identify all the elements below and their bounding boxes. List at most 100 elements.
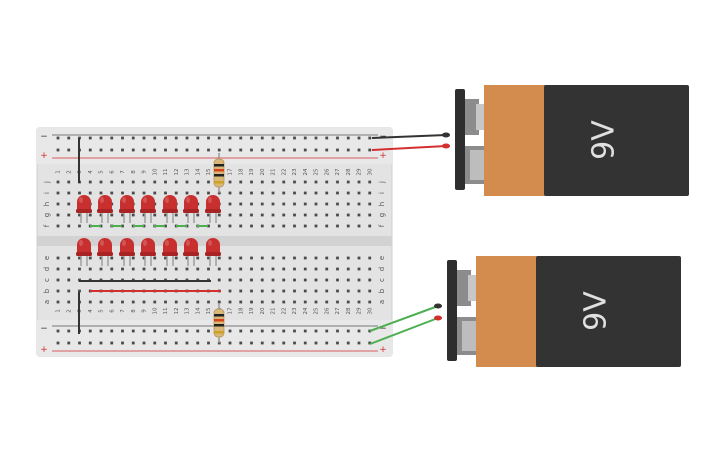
terminal-hole[interactable] <box>228 202 232 206</box>
bottom-rail-minus-hole[interactable] <box>325 329 329 333</box>
bottom-rail-plus-hole[interactable] <box>185 341 189 345</box>
top-rail-minus-hole[interactable] <box>228 136 232 140</box>
top-rail-minus-hole[interactable] <box>271 136 275 140</box>
top-rail-plus-hole[interactable] <box>325 148 329 152</box>
terminal-hole[interactable] <box>293 267 296 271</box>
top-rail-minus-hole[interactable] <box>260 136 264 140</box>
terminal-hole[interactable] <box>185 180 189 184</box>
terminal-hole[interactable] <box>346 213 350 217</box>
bottom-rail-plus-hole[interactable] <box>121 341 124 345</box>
bottom-rail-minus-hole[interactable] <box>196 329 200 333</box>
terminal-hole[interactable] <box>164 300 167 304</box>
terminal-hole[interactable] <box>207 180 210 184</box>
terminal-hole[interactable] <box>99 213 103 217</box>
top-battery-red-wire[interactable] <box>371 145 447 151</box>
terminal-hole[interactable] <box>185 267 189 271</box>
terminal-hole[interactable] <box>271 289 275 293</box>
top-rail-plus-hole[interactable] <box>196 148 200 152</box>
terminal-hole[interactable] <box>336 213 339 217</box>
top-rail-minus-hole[interactable] <box>88 136 92 140</box>
terminal-hole[interactable] <box>239 256 243 260</box>
top-rail-minus-hole[interactable] <box>325 136 329 140</box>
terminal-hole[interactable] <box>346 256 350 260</box>
terminal-hole[interactable] <box>88 180 92 184</box>
terminal-hole[interactable] <box>78 289 81 293</box>
led-bottom[interactable] <box>183 238 199 266</box>
terminal-hole[interactable] <box>67 213 71 217</box>
bottom-rail-minus-hole[interactable] <box>121 329 124 333</box>
terminal-hole[interactable] <box>250 191 253 195</box>
terminal-hole[interactable] <box>293 202 296 206</box>
terminal-hole[interactable] <box>99 191 103 195</box>
bottom-rail-minus-hole[interactable] <box>368 329 372 333</box>
terminal-hole[interactable] <box>250 213 253 217</box>
top-rail-minus-hole[interactable] <box>131 136 135 140</box>
terminal-hole[interactable] <box>303 300 307 304</box>
bottom-rail-plus-hole[interactable] <box>239 341 243 345</box>
terminal-hole[interactable] <box>336 180 339 184</box>
terminal-hole[interactable] <box>346 267 350 271</box>
bottom-rail-minus-hole[interactable] <box>228 329 232 333</box>
terminal-hole[interactable] <box>196 180 200 184</box>
terminal-hole[interactable] <box>142 267 146 271</box>
terminal-hole[interactable] <box>131 191 135 195</box>
terminal-hole[interactable] <box>121 256 124 260</box>
bottom-rail-plus-hole[interactable] <box>142 341 146 345</box>
terminal-hole[interactable] <box>174 256 178 260</box>
terminal-hole[interactable] <box>282 180 286 184</box>
terminal-hole[interactable] <box>346 278 350 282</box>
bottom-battery-red-wire[interactable] <box>369 317 439 345</box>
top-rail-plus-hole[interactable] <box>131 148 135 152</box>
terminal-hole[interactable] <box>239 191 243 195</box>
terminal-hole[interactable] <box>153 191 157 195</box>
terminal-hole[interactable] <box>164 180 167 184</box>
terminal-hole[interactable] <box>164 256 167 260</box>
terminal-hole[interactable] <box>164 191 167 195</box>
top-rail-plus-hole[interactable] <box>142 148 146 152</box>
top-rail-minus-hole[interactable] <box>336 136 339 140</box>
terminal-hole[interactable] <box>110 191 114 195</box>
terminal-hole[interactable] <box>271 180 275 184</box>
terminal-hole[interactable] <box>368 267 372 271</box>
terminal-hole[interactable] <box>303 289 307 293</box>
terminal-hole[interactable] <box>346 191 350 195</box>
terminal-hole[interactable] <box>250 224 253 228</box>
terminal-hole[interactable] <box>239 267 243 271</box>
terminal-hole[interactable] <box>250 202 253 206</box>
terminal-hole[interactable] <box>303 256 307 260</box>
terminal-hole[interactable] <box>164 213 167 217</box>
terminal-hole[interactable] <box>293 289 296 293</box>
bottom-rail-minus-hole[interactable] <box>250 329 253 333</box>
terminal-hole[interactable] <box>121 267 124 271</box>
terminal-hole[interactable] <box>228 213 232 217</box>
terminal-hole[interactable] <box>282 213 286 217</box>
top-rail-plus-hole[interactable] <box>110 148 114 152</box>
terminal-hole[interactable] <box>271 213 275 217</box>
terminal-hole[interactable] <box>239 213 243 217</box>
terminal-hole[interactable] <box>217 300 221 304</box>
terminal-hole[interactable] <box>271 278 275 282</box>
bottom-rail-minus-hole[interactable] <box>271 329 275 333</box>
terminal-hole[interactable] <box>260 256 264 260</box>
terminal-hole[interactable] <box>325 224 329 228</box>
bottom-rail-minus-hole[interactable] <box>110 329 114 333</box>
terminal-hole[interactable] <box>303 267 307 271</box>
bottom-rail-minus-hole[interactable] <box>282 329 286 333</box>
top-rail-plus-hole[interactable] <box>357 148 361 152</box>
terminal-hole[interactable] <box>88 213 92 217</box>
top-rail-plus-hole[interactable] <box>239 148 243 152</box>
terminal-hole[interactable] <box>153 213 157 217</box>
top-rail-plus-hole[interactable] <box>271 148 275 152</box>
terminal-hole[interactable] <box>207 300 210 304</box>
terminal-hole[interactable] <box>217 256 221 260</box>
terminal-hole[interactable] <box>142 256 146 260</box>
terminal-hole[interactable] <box>56 289 60 293</box>
top-rail-plus-hole[interactable] <box>99 148 103 152</box>
terminal-hole[interactable] <box>78 256 81 260</box>
terminal-hole[interactable] <box>56 180 60 184</box>
led-bottom[interactable] <box>162 238 178 266</box>
led-bottom[interactable] <box>119 238 135 266</box>
terminal-hole[interactable] <box>303 278 307 282</box>
bottom-rail-plus-hole[interactable] <box>153 341 157 345</box>
top-battery-black-wire[interactable] <box>371 134 447 139</box>
